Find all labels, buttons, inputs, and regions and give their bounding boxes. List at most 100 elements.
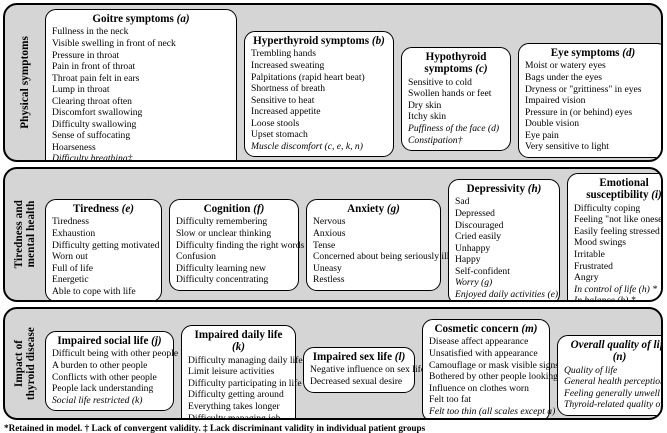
scale-item: Bothered by other people looking <box>429 371 558 383</box>
scale-item: Difficulty swallowing <box>52 118 137 130</box>
scale-item: Pressure in throat <box>52 49 120 61</box>
scale-item: Unhappy <box>455 242 491 254</box>
scale-card-impaired-sex-life[interactable]: Impaired sex life (l) Negative influence… <box>303 347 426 393</box>
scale-item-list: Disease affect appearance Unsatisfied wi… <box>429 336 559 417</box>
scale-item: Tense <box>313 239 336 251</box>
scale-title-text: Impaired social life <box>57 335 149 347</box>
scale-item: Difficulty getting motivated <box>52 239 160 251</box>
scale-card-title: Impaired daily life (k) <box>188 329 289 354</box>
scale-item: Sad <box>455 196 470 208</box>
scale-card-depressivity[interactable]: Depressivity (h) Sad Depressed Discourag… <box>448 179 560 300</box>
domain-band-physical-symptoms: Physical symptoms Goitre symptoms (a) Fu… <box>3 3 663 162</box>
scale-tag: (f) <box>253 203 265 215</box>
scale-item: Slow or unclear thinking <box>176 227 272 239</box>
scale-item: Influence on clothes worn <box>429 382 529 394</box>
scale-item: Itchy skin <box>408 111 447 123</box>
scale-item: A burden to other people <box>52 359 148 371</box>
scale-tag: (e) <box>121 203 134 215</box>
scale-card-title: Cognition (f) <box>176 203 292 215</box>
scale-item: Discouraged <box>455 219 504 231</box>
scale-card-emotional-susceptibility[interactable]: Emotional susceptibility (i) Difficulty … <box>567 173 661 302</box>
scale-item: Dry skin <box>408 99 442 111</box>
scale-item: Lump in throat <box>52 84 110 96</box>
scale-card-title: Impaired social life (j) <box>52 335 167 347</box>
scale-item: Difficulty finding the right words <box>176 239 305 251</box>
scale-card-hypothyroid-symptoms[interactable]: Hypothyroid symptoms (c) Sensitive to co… <box>401 47 511 152</box>
scale-item: Hoarseness <box>52 141 96 153</box>
scale-card-goitre-symptoms[interactable]: Goitre symptoms (a) Fullness in the neck… <box>45 9 237 160</box>
scale-item-list: Moist or watery eyes Bags under the eyes… <box>525 60 661 152</box>
scale-card-cognition[interactable]: Cognition (f) Difficulty remembering Slo… <box>169 199 305 291</box>
scale-item: Felt too fat <box>429 394 472 406</box>
band-body-tiredness-mental-health: Tiredness (e) Tiredness Exhaustion Diffi… <box>45 169 661 302</box>
domain-band-impact-of-thyroid-disease: Impact of thyroid disease Impaired socia… <box>3 307 663 420</box>
scale-item: Worn out <box>52 251 88 263</box>
scale-item: Irritable <box>574 249 605 261</box>
scale-item: Impaired vision <box>525 95 586 107</box>
scale-item: Mood swings <box>574 237 626 249</box>
scale-item: Increased sweating <box>251 59 325 71</box>
scale-card-title: Overall quality of life (n) <box>564 339 663 364</box>
scale-card-anxiety[interactable]: Anxiety (g) Nervous Anxious Tense Concer… <box>306 199 449 291</box>
scale-item: Constipation† <box>408 134 463 146</box>
scale-card-eye-symptoms[interactable]: Eye symptoms (d) Moist or watery eyes Ba… <box>518 43 661 158</box>
scale-item: Disease affect appearance <box>429 336 529 348</box>
scale-card-overall-quality-of-life[interactable]: Overall quality of life (n) Quality of l… <box>557 335 663 417</box>
scale-item: Difficulty managing daily life <box>188 354 303 366</box>
scale-card-hyperthyroid-symptoms[interactable]: Hyperthyroid symptoms (b) Trembling hand… <box>244 31 394 158</box>
scale-title-text: Overall quality of life <box>570 339 663 351</box>
scale-title-text: Cosmetic concern <box>434 323 519 335</box>
domain-band-tiredness-mental-health: Tiredness and mental health Tiredness (e… <box>3 167 663 302</box>
scale-item: Difficulty managing job <box>188 412 281 420</box>
scale-item-list: Tiredness Exhaustion Difficulty getting … <box>52 216 160 297</box>
scale-title-text: Hypothyroid symptoms <box>424 51 487 76</box>
scale-item: Exhaustion <box>52 227 96 239</box>
scale-item: Restless <box>313 274 345 286</box>
scale-item: Nervous <box>313 216 346 228</box>
scale-card-title: Impaired sex life (l) <box>310 351 408 363</box>
scale-tag: (n) <box>612 351 627 364</box>
scale-item: Self-confident <box>455 265 510 277</box>
scale-item: Dryness or "grittiness" in eyes <box>525 83 642 95</box>
scale-card-tiredness[interactable]: Tiredness (e) Tiredness Exhaustion Diffi… <box>45 199 162 300</box>
scale-item: Pain in front of throat <box>52 61 136 73</box>
scale-item: Feeling generally unwell (e) <box>564 387 663 399</box>
band-label-text: Impact of thyroid disease <box>12 326 37 401</box>
scale-item-list: Difficulty remembering Slow or unclear t… <box>176 216 305 286</box>
scale-item: Quality of life <box>564 364 618 376</box>
scale-item: Upset stomach <box>251 129 308 141</box>
scale-item: Pressure in (or behind) eyes <box>525 106 633 118</box>
scale-card-title: Anxiety (g) <box>313 203 434 215</box>
scale-card-cosmetic-concern[interactable]: Cosmetic concern (m) Disease affect appe… <box>422 319 559 418</box>
scale-card-title: Hyperthyroid symptoms (b) <box>251 35 387 47</box>
scale-item: Confusion <box>176 251 216 263</box>
scale-item: Negative influence on sex life <box>310 364 426 376</box>
scale-card-impaired-social-life[interactable]: Impaired social life (j) Difficult being… <box>45 331 178 412</box>
scale-item: Easily feeling stressed <box>574 225 660 237</box>
scale-tag: (j) <box>151 335 162 347</box>
scale-title-text: Emotional susceptibility <box>586 177 649 202</box>
scale-item: Frustrated <box>574 260 613 272</box>
scale-item: Clearing throat often <box>52 95 132 107</box>
scale-item: Sensitive to cold <box>408 76 472 88</box>
scale-item: Cried easily <box>455 231 502 243</box>
scale-item: Loose stools <box>251 117 300 129</box>
scale-item: Increased appetite <box>251 106 321 118</box>
scale-item: Thyroid-related quality of life (k) <box>564 399 663 411</box>
scale-tag: (k) <box>232 341 245 354</box>
scale-item: Energetic <box>52 274 89 286</box>
band-label-tiredness-mental-health: Tiredness and mental health <box>5 169 45 300</box>
band-label-physical-symptoms: Physical symptoms <box>5 5 45 160</box>
scale-item: Uneasy <box>313 262 342 274</box>
scale-item-list: Difficulty coping Feeling "not like ones… <box>574 203 661 302</box>
scale-item: Difficulty concentrating <box>176 274 269 286</box>
scale-item: In balance (h) * <box>574 295 636 302</box>
scale-title-text: Impaired sex life <box>312 351 393 363</box>
scale-card-impaired-daily-life[interactable]: Impaired daily life (k) Difficulty manag… <box>181 325 303 420</box>
scale-item: Able to cope with life <box>52 285 136 297</box>
scale-item: Difficulty participating in life <box>188 377 302 389</box>
scale-title-text: Impaired daily life <box>194 329 283 341</box>
scale-item: General health perception <box>564 376 663 388</box>
scale-item-list: Difficulty managing daily life Limit lei… <box>188 354 303 420</box>
